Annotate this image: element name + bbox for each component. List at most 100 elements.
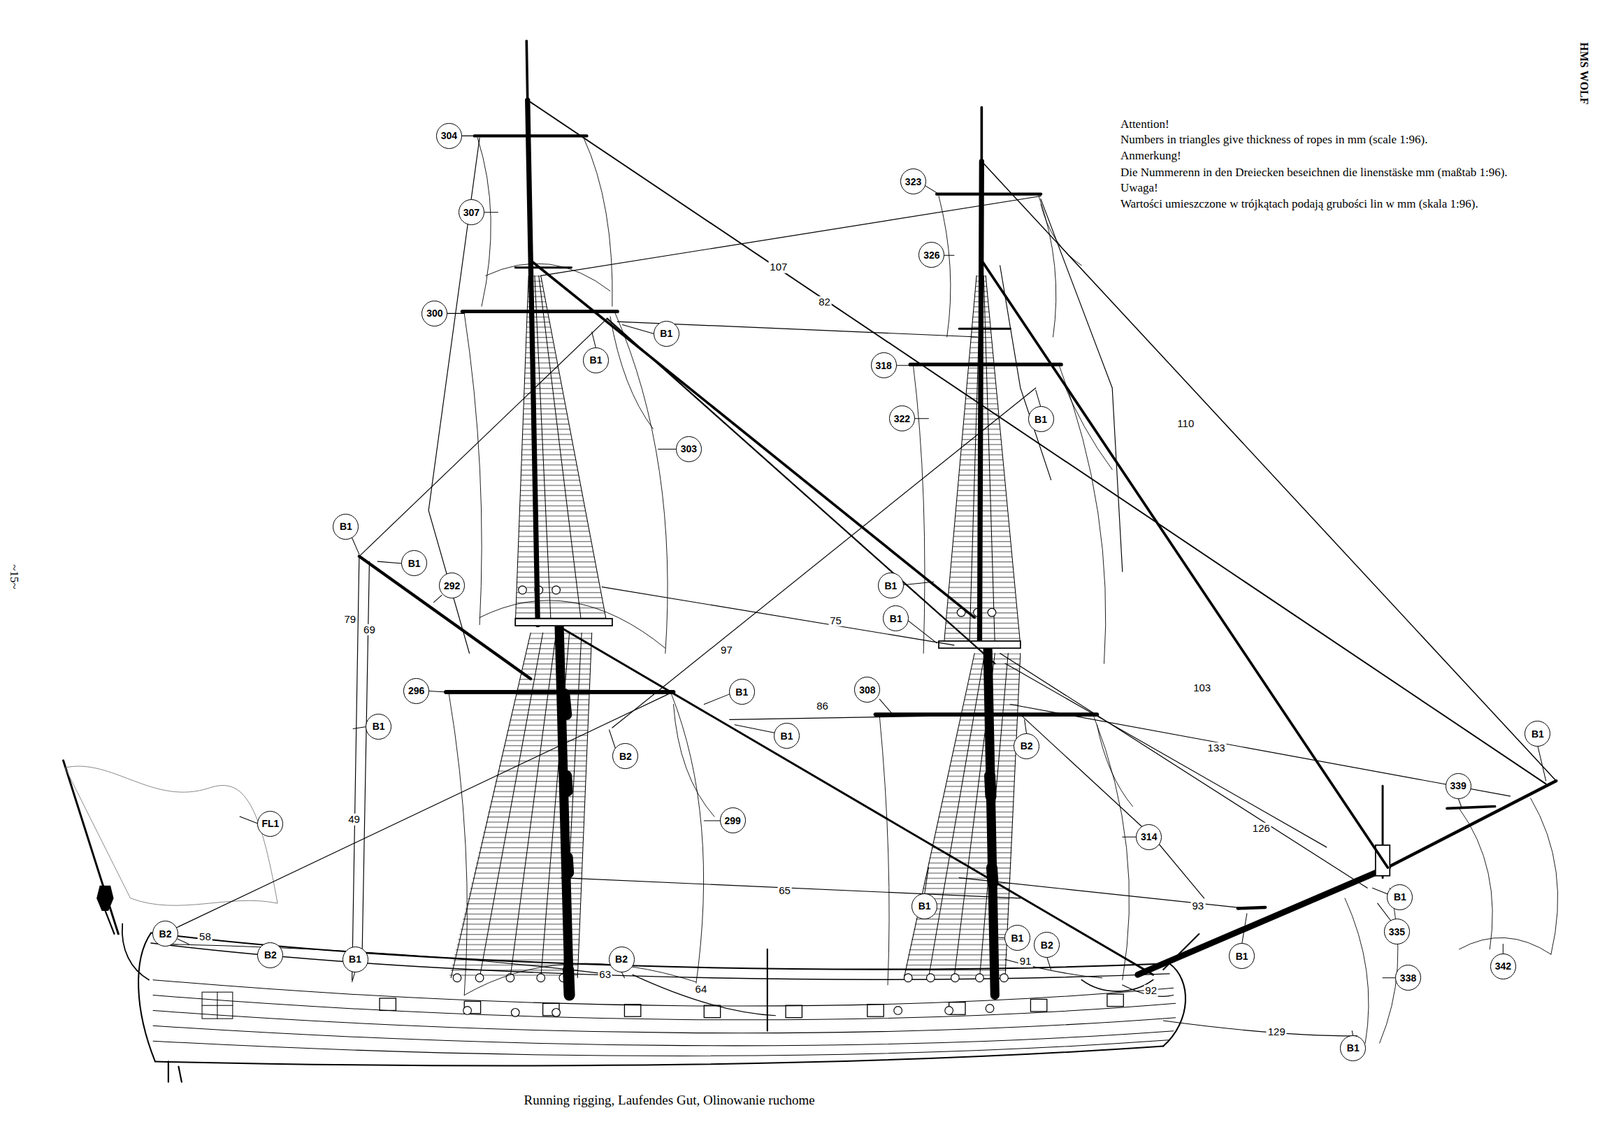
rope-number: 75 xyxy=(828,614,843,627)
callout-circle: B1 xyxy=(882,605,909,632)
callout-number: 342 xyxy=(1495,961,1512,971)
rope-number: 63 xyxy=(597,968,613,981)
callout-number: B1 xyxy=(408,558,421,569)
callout-number: 292 xyxy=(443,580,460,591)
callout-number: B1 xyxy=(589,355,603,365)
note-text: Numbers in triangles give thickness of r… xyxy=(1120,133,1429,147)
callout-circle: B2 xyxy=(1013,733,1040,760)
callout-number: FL1 xyxy=(261,818,279,829)
callout-circle: 300 xyxy=(421,300,448,327)
callout-circle: 303 xyxy=(675,436,702,463)
callout-number: 322 xyxy=(894,413,911,424)
rope-number: 97 xyxy=(719,644,734,657)
rope-number: 91 xyxy=(1018,955,1034,968)
callout-number: B1 xyxy=(372,721,386,732)
callout-number: B1 xyxy=(884,580,897,591)
callout-number: B2 xyxy=(619,751,632,762)
callout-number: B1 xyxy=(1010,933,1024,943)
rope-number: 79 xyxy=(342,613,358,626)
callout-circle: B1 xyxy=(729,678,755,705)
rope-number: 86 xyxy=(815,700,830,713)
callout-number: B2 xyxy=(1020,740,1034,751)
callout-circle: 339 xyxy=(1445,773,1472,799)
callout-number: B2 xyxy=(615,954,628,964)
callout-number: B1 xyxy=(1235,951,1249,962)
callout-circle: 338 xyxy=(1395,964,1422,991)
callout-number: 299 xyxy=(724,815,741,826)
rope-number: 110 xyxy=(1175,417,1196,430)
callout-circle: B1 xyxy=(877,572,904,599)
rope-number: 133 xyxy=(1206,742,1227,755)
rope-number: 69 xyxy=(362,623,377,636)
callout-number: 314 xyxy=(1140,831,1157,842)
rope-number: 58 xyxy=(197,931,213,943)
callout-number: B1 xyxy=(889,613,903,624)
callout-number: B2 xyxy=(1040,940,1054,950)
callout-circle: FL1 xyxy=(257,810,284,837)
callout-number: 304 xyxy=(441,130,458,141)
rope-number: 103 xyxy=(1191,682,1213,695)
callout-number: 307 xyxy=(463,207,480,218)
note-text: Wartości umieszczone w trójkątach podają… xyxy=(1120,197,1479,212)
callout-circle: B1 xyxy=(401,550,428,576)
callout-circle: 322 xyxy=(889,405,915,432)
callout-circle: 296 xyxy=(403,678,430,704)
callout-circle: 335 xyxy=(1384,918,1410,945)
callout-circle: B1 xyxy=(653,320,680,347)
callout-circle: B1 xyxy=(1004,924,1031,951)
callout-circle: 304 xyxy=(436,123,463,149)
rope-number: 129 xyxy=(1266,1026,1287,1039)
callout-number: B1 xyxy=(780,731,794,741)
callout-number: 335 xyxy=(1388,926,1405,937)
callout-circle: 292 xyxy=(438,572,465,599)
note-text: Die Nummerenn in den Dreiecken beseichne… xyxy=(1120,165,1508,179)
callout-number: 300 xyxy=(426,308,443,319)
callout-circle: 299 xyxy=(719,807,746,834)
callout-number: B1 xyxy=(1346,1042,1360,1053)
callout-number: B1 xyxy=(735,687,748,697)
callout-number: 326 xyxy=(923,250,940,261)
callout-circle: 342 xyxy=(1490,953,1517,980)
callout-number: B1 xyxy=(348,954,362,964)
callout-circle: B1 xyxy=(1524,720,1551,747)
callout-number: B1 xyxy=(1531,729,1545,739)
callout-circle: B2 xyxy=(1033,931,1060,958)
callout-circle: B2 xyxy=(257,942,284,969)
rope-number: 82 xyxy=(817,296,832,309)
callout-number: 308 xyxy=(859,685,876,695)
note-text: Attention! xyxy=(1120,118,1170,132)
rope-number: 126 xyxy=(1251,822,1272,835)
callout-circle: B1 xyxy=(1386,884,1413,911)
callout-circle: B1 xyxy=(911,893,938,920)
callout-circle: B1 xyxy=(332,513,359,540)
rope-number: 93 xyxy=(1190,900,1206,913)
callout-circle: 308 xyxy=(854,676,881,703)
note-text: Uwaga! xyxy=(1120,181,1159,195)
callout-circle: 318 xyxy=(870,352,897,379)
callout-number: 303 xyxy=(680,443,697,454)
rope-number: 49 xyxy=(346,813,362,826)
rope-number: 64 xyxy=(694,982,709,995)
callout-circle: B1 xyxy=(773,722,800,749)
callout-number: 318 xyxy=(875,360,892,371)
callout-number: 339 xyxy=(1449,780,1466,791)
page-number: ~15~ xyxy=(7,564,21,589)
callout-number: B1 xyxy=(918,901,932,911)
callout-circle: B1 xyxy=(365,713,392,740)
callout-circle: 323 xyxy=(900,168,927,195)
caption: Running rigging, Laufendes Gut, Olinowan… xyxy=(523,1092,815,1108)
callout-circle: 326 xyxy=(918,241,945,268)
callout-circle: B2 xyxy=(152,920,179,947)
rope-number: 65 xyxy=(777,884,792,897)
callout-number: 296 xyxy=(408,685,425,696)
callout-number: B1 xyxy=(659,328,673,339)
rope-number: 107 xyxy=(768,261,789,274)
callout-circle: B2 xyxy=(612,743,639,769)
ship-name: HMS WOLF xyxy=(1577,42,1591,105)
callout-circle: B1 xyxy=(1339,1035,1366,1062)
callout-number: B2 xyxy=(159,928,172,939)
callout-number: 323 xyxy=(905,176,922,187)
callout-number: B2 xyxy=(264,949,277,960)
callout-number: B1 xyxy=(339,521,353,532)
